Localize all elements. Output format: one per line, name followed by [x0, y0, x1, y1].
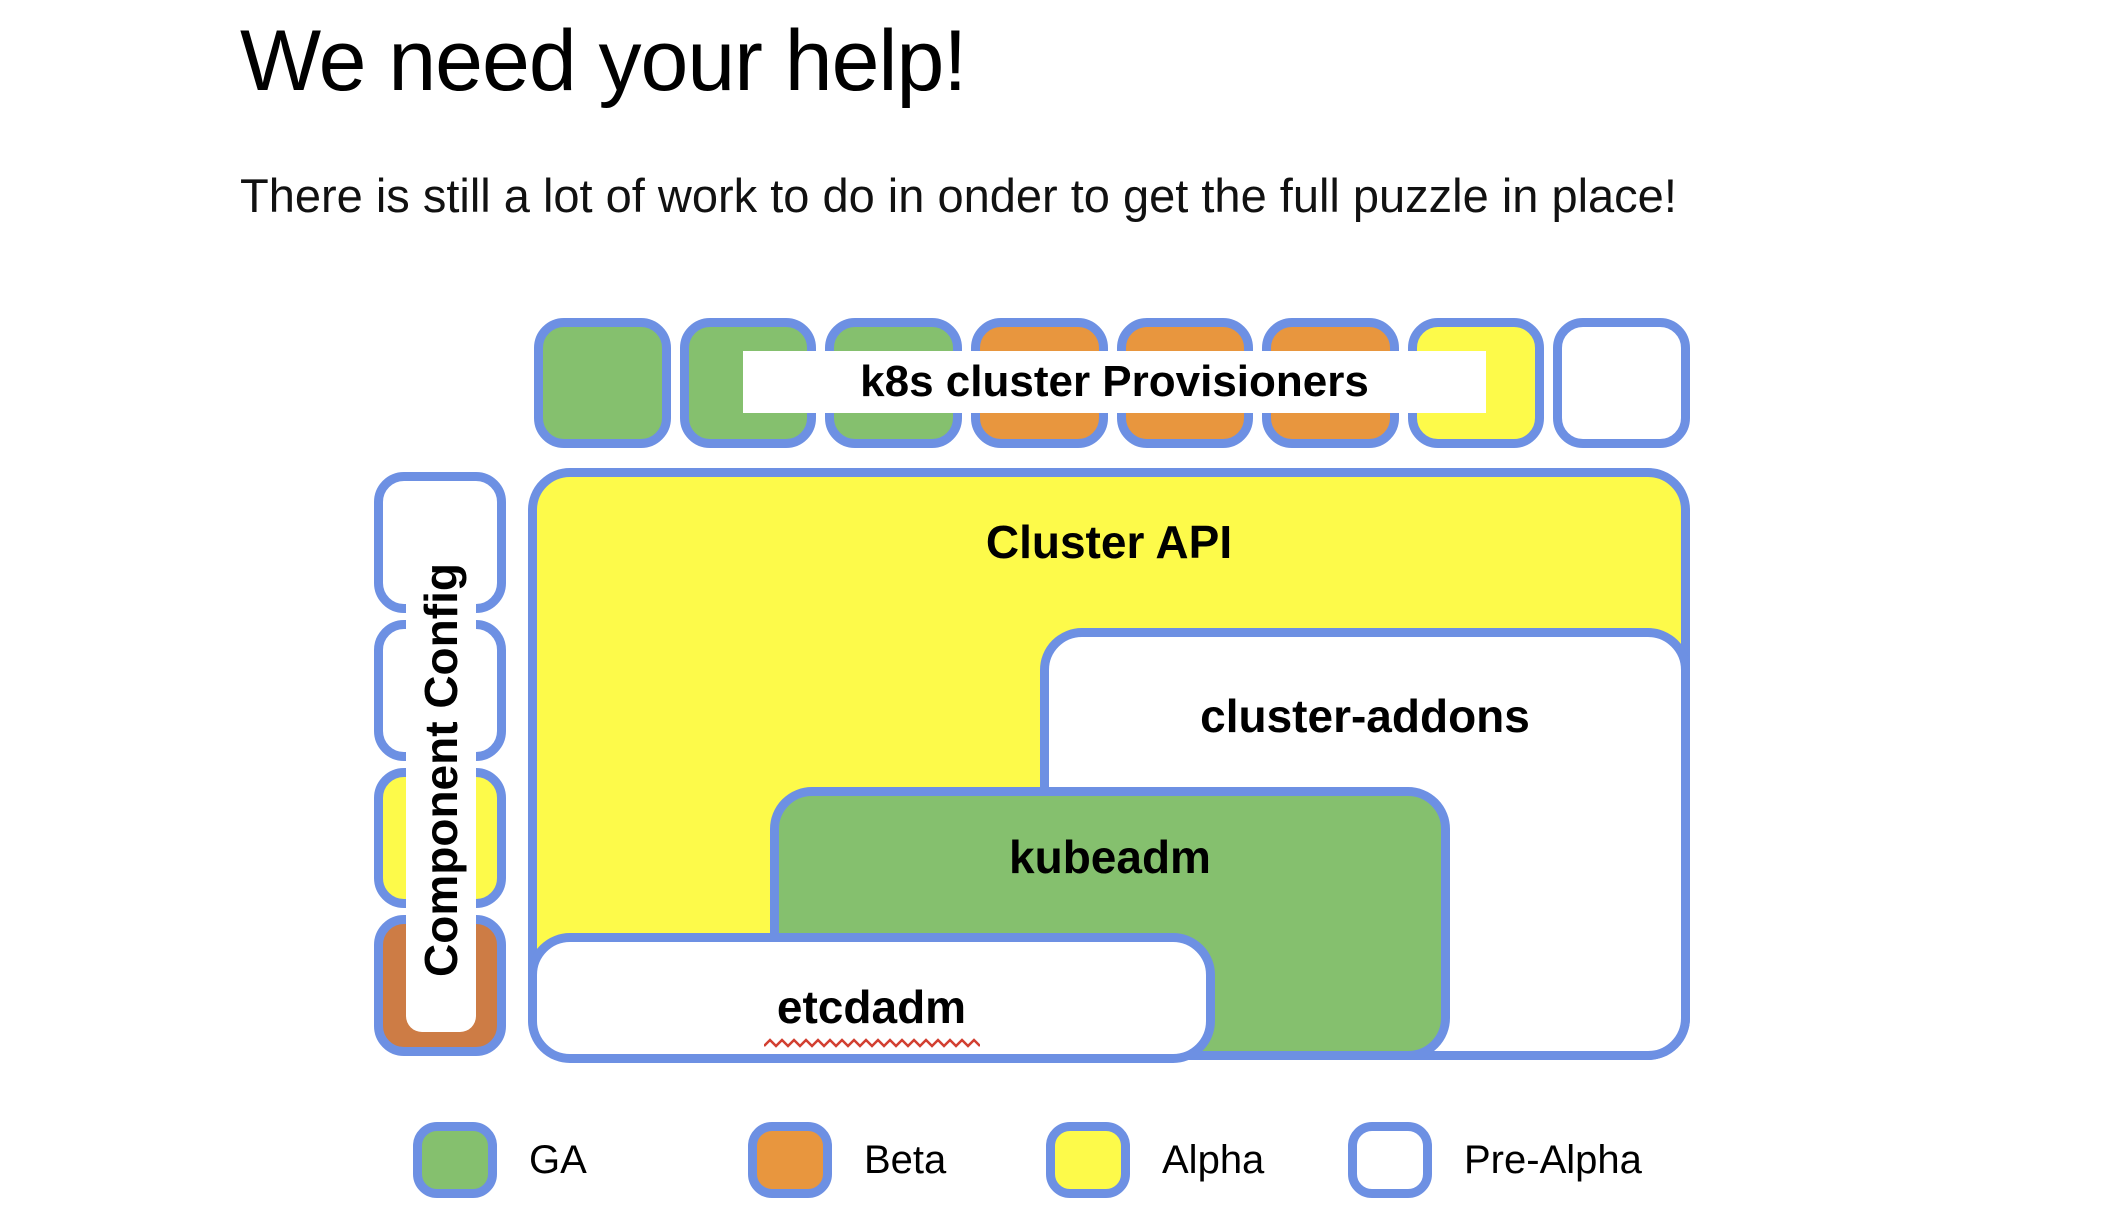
- legend-item-beta: Beta: [748, 1122, 946, 1198]
- component-config-label: Component Config: [415, 563, 467, 977]
- puzzle-piece-pre-alpha: [1553, 318, 1690, 448]
- status-legend: GA Beta Alpha Pre-Alpha: [0, 1122, 2126, 1202]
- legend-label-ga: GA: [529, 1137, 587, 1182]
- puzzle-piece-ga: [534, 318, 671, 448]
- alpha-swatch: [1046, 1122, 1130, 1198]
- ga-swatch: [413, 1122, 497, 1198]
- spellcheck-squiggle-icon: [763, 1038, 980, 1048]
- legend-item-ga: GA: [413, 1122, 587, 1198]
- beta-swatch: [748, 1122, 832, 1198]
- page-subtitle: There is still a lot of work to do in on…: [240, 169, 1677, 222]
- provisioners-label: k8s cluster Provisioners: [743, 351, 1486, 413]
- etcdadm-label: etcdadm: [776, 981, 967, 1033]
- pre-alpha-swatch: [1348, 1122, 1432, 1198]
- legend-label-pre-alpha: Pre-Alpha: [1464, 1137, 1642, 1182]
- kubeadm-label: kubeadm: [1009, 831, 1211, 883]
- component-config-label-box: Component Config: [406, 508, 476, 1032]
- cluster-api-label: Cluster API: [985, 516, 1233, 568]
- legend-label-alpha: Alpha: [1162, 1137, 1265, 1182]
- legend-item-pre-alpha: Pre-Alpha: [1348, 1122, 1642, 1198]
- cluster-addons-label: cluster-addons: [1200, 690, 1530, 742]
- legend-label-beta: Beta: [864, 1137, 947, 1182]
- etcdadm-box: etcdadm: [528, 933, 1215, 1063]
- page-title: We need your help!: [240, 13, 967, 109]
- legend-item-alpha: Alpha: [1046, 1122, 1264, 1198]
